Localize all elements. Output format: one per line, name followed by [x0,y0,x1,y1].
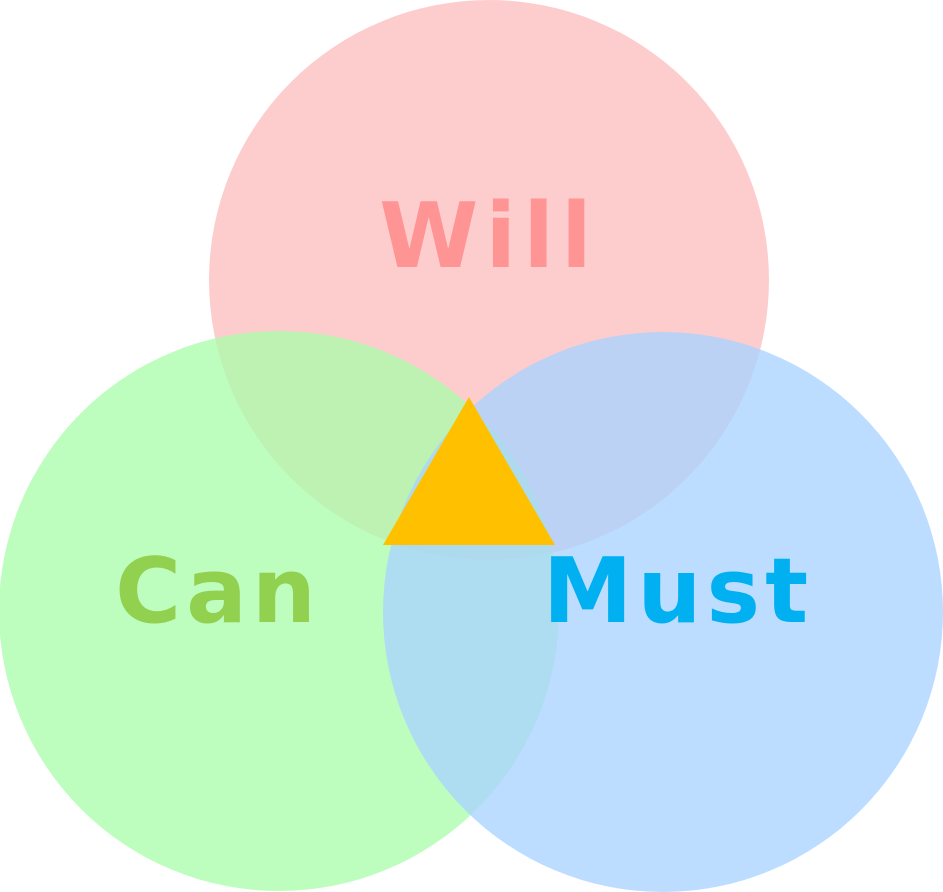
can-circle [0,331,559,891]
center-triangle [383,397,555,545]
can-label: Can [115,539,321,644]
will-label: Will [379,184,599,289]
must-circle [383,332,943,892]
must-label: Must [543,539,813,644]
